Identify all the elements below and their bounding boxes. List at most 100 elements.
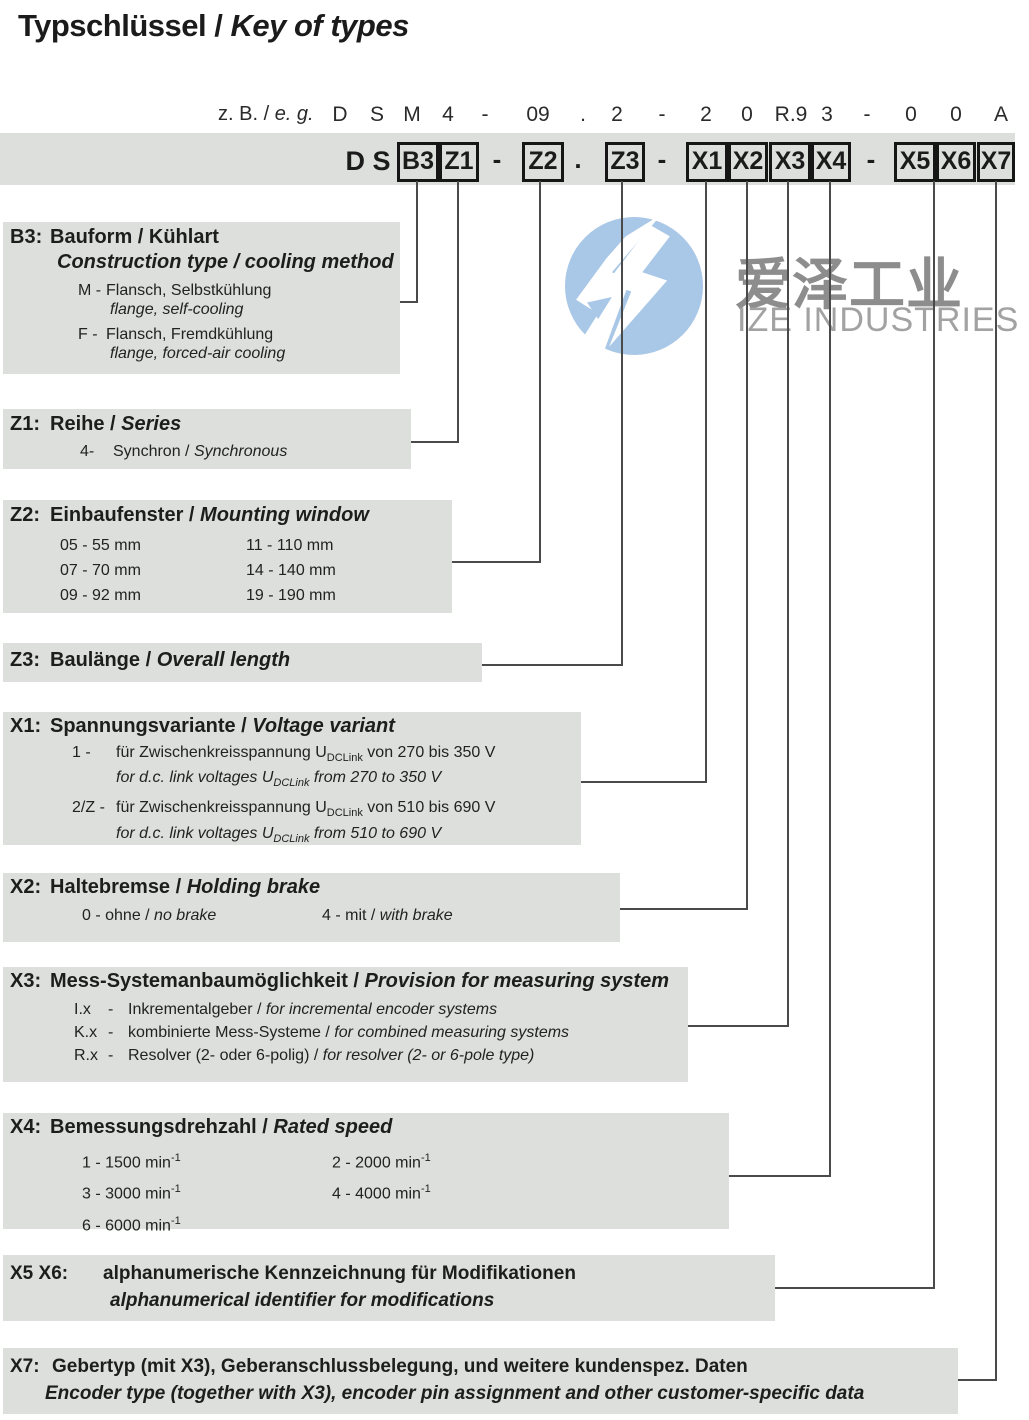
block-z3-title: Z3:Baulänge / Overall length — [10, 649, 482, 672]
block-x4-title-de: Bemessungsdrehzahl / — [50, 1116, 274, 1138]
item-en: for d.c. link voltages UDCLink from 270 … — [116, 768, 581, 793]
band-separator-dot: . — [574, 144, 582, 174]
block-x2: X2:Haltebremse / Holding brake 0 - ohne … — [3, 873, 620, 942]
list-item: R.x-Resolver (2- oder 6-polig) / for res… — [74, 1044, 688, 1067]
block-x7-line-de: X7:Gebertyp (mit X3), Geberanschlussbele… — [10, 1353, 958, 1380]
list-item: 4 - 4000 min-1 — [332, 1176, 431, 1207]
block-z2-title: Z2:Einbaufenster / Mounting window — [10, 504, 452, 527]
example-token: S — [369, 103, 385, 126]
list-item: K.x-kombinierte Mess-Systeme / for combi… — [74, 1021, 688, 1044]
example-token: . — [580, 103, 586, 126]
item-en: for d.c. link voltages UDCLink from 510 … — [116, 824, 581, 849]
block-x4-title-en: Rated speed — [273, 1116, 393, 1138]
block-x1-title-en: Voltage variant — [252, 715, 395, 737]
item-subscript: DCLink — [273, 832, 310, 845]
item-de: für Zwischenkreisspannung U — [116, 799, 327, 817]
item-de: Flansch, Selbstkühlung — [106, 282, 272, 299]
item-en: for combined measuring systems — [334, 1024, 570, 1041]
block-z1-title-en: Series — [121, 413, 182, 435]
code-box-x3: X3 — [769, 142, 811, 182]
code-box-x5: X5 — [894, 142, 936, 182]
block-x2-title-en: Holding brake — [186, 876, 321, 898]
list-item: 4 - mit / with brake — [322, 906, 453, 926]
code-box-b3: B3 — [397, 142, 439, 182]
connector-b3-vertical — [416, 181, 418, 303]
item-subscript: DCLink — [326, 752, 363, 765]
example-token: 4 — [442, 103, 454, 126]
connector-z3-vertical — [621, 181, 623, 666]
block-z1: Z1: Reihe / Series 4- Synchron / Synchrono… — [3, 409, 411, 469]
item-value: 6 - 6000 min — [82, 1216, 171, 1234]
connector-x4-horizontal — [729, 1175, 831, 1177]
item-value: 4 - 4000 min — [332, 1185, 421, 1203]
example-token: 3 — [821, 103, 833, 126]
example-token: 0 — [950, 103, 962, 126]
connector-x3-vertical — [787, 181, 789, 1027]
item-en: no brake — [154, 907, 217, 924]
connector-x7-vertical — [995, 181, 997, 1381]
connector-x3-horizontal — [688, 1025, 789, 1027]
watermark-chinese-text: 爱泽工业 — [735, 253, 963, 316]
block-x2-title-de: Haltebremse / — [50, 876, 187, 898]
watermark-ize-industries-text: IZE INDUSTRIES — [737, 301, 1020, 339]
item-de: 4 - mit / — [322, 907, 380, 924]
block-b3-title: B3:Bauform / Kühlart — [10, 226, 400, 249]
block-x7-line-en: Encoder type (together with X3), encoder… — [45, 1383, 865, 1404]
item-de-post: von 510 bis 690 V — [362, 799, 496, 817]
example-label: z. B. / e. g. — [218, 103, 314, 126]
block-x3-id: X3: — [10, 970, 42, 992]
block-z3-title-en: Overall length — [156, 649, 291, 671]
list-item: I.x-Inkrementalgeber / for incremental e… — [74, 998, 688, 1021]
item-en: flange, self-cooling — [110, 301, 244, 318]
item-de-post: von 270 bis 350 V — [362, 744, 496, 761]
connector-b3-horizontal — [399, 301, 418, 303]
connector-x5x6-vertical — [933, 181, 935, 1289]
list-item: 1 - 1500 min-1 — [82, 1145, 332, 1176]
item-dash: - — [108, 1024, 114, 1041]
item-subscript: DCLink — [326, 807, 363, 820]
block-z2-title-en: Mounting window — [200, 504, 369, 526]
item-de: kombinierte Mess-Systeme / — [128, 1024, 335, 1041]
item-en: Synchronous — [193, 443, 288, 460]
list-item: 07 - 70 mm — [60, 562, 141, 579]
block-x4-id: X4: — [10, 1116, 42, 1138]
block-x5x6: X5 X6: alphanumerische Kennzeichnung für … — [3, 1255, 775, 1321]
block-x5x6-id: X5 X6: — [10, 1263, 69, 1284]
connector-z1-vertical — [457, 181, 459, 443]
connector-x7-horizontal — [958, 1379, 997, 1381]
item-en-pre: for d.c. link voltages U — [116, 824, 274, 842]
block-x1: X1:Spannungsvariante / Voltage variant 1… — [3, 712, 581, 845]
list-item: 11 - 110 mm — [246, 537, 334, 554]
item-de: Synchron / — [113, 443, 194, 460]
item-superscript: -1 — [170, 1152, 181, 1164]
connector-x4-vertical — [829, 181, 831, 1177]
connector-z1-horizontal — [411, 441, 459, 443]
item-value: 3 - 3000 min — [82, 1185, 171, 1203]
block-z1-title-de: Reihe / — [50, 413, 122, 435]
band-separator-hyphen: - — [492, 144, 502, 174]
line-de: alphanumerische Kennzeichnung für Modifi… — [103, 1263, 576, 1284]
example-token: 09 — [526, 103, 550, 126]
block-x3-title-en: Provision for measuring system — [364, 970, 670, 992]
example-label-en: e. g. — [274, 103, 314, 125]
code-box-x2: X2 — [728, 142, 768, 182]
connector-x2-vertical — [746, 181, 748, 910]
code-box-x4: X4 — [811, 142, 851, 182]
item-en-pre: for d.c. link voltages U — [116, 769, 274, 787]
example-token: - — [481, 103, 489, 126]
list-item: F -Flansch, Fremdkühlung — [78, 325, 400, 345]
connector-x1-horizontal — [581, 781, 707, 783]
item-code: 4- — [80, 443, 95, 460]
block-x3-title-de: Mess-Systemanbaumöglichkeit / — [50, 970, 365, 992]
connector-x1-vertical — [705, 181, 707, 783]
item-code: K.x — [74, 1024, 98, 1041]
code-box-z1: Z1 — [439, 142, 479, 182]
block-x2-id: X2: — [10, 876, 42, 898]
item-superscript: -1 — [420, 1152, 431, 1164]
block-x4: X4: Bemessungsdrehzahl / Rated speed 1 - … — [3, 1113, 729, 1234]
block-x7-id: X7: — [10, 1356, 40, 1377]
connector-z3-horizontal — [482, 664, 623, 666]
item-de: Resolver (2- oder 6-polig) / — [128, 1047, 323, 1064]
block-z1-id: Z1: — [10, 413, 40, 435]
